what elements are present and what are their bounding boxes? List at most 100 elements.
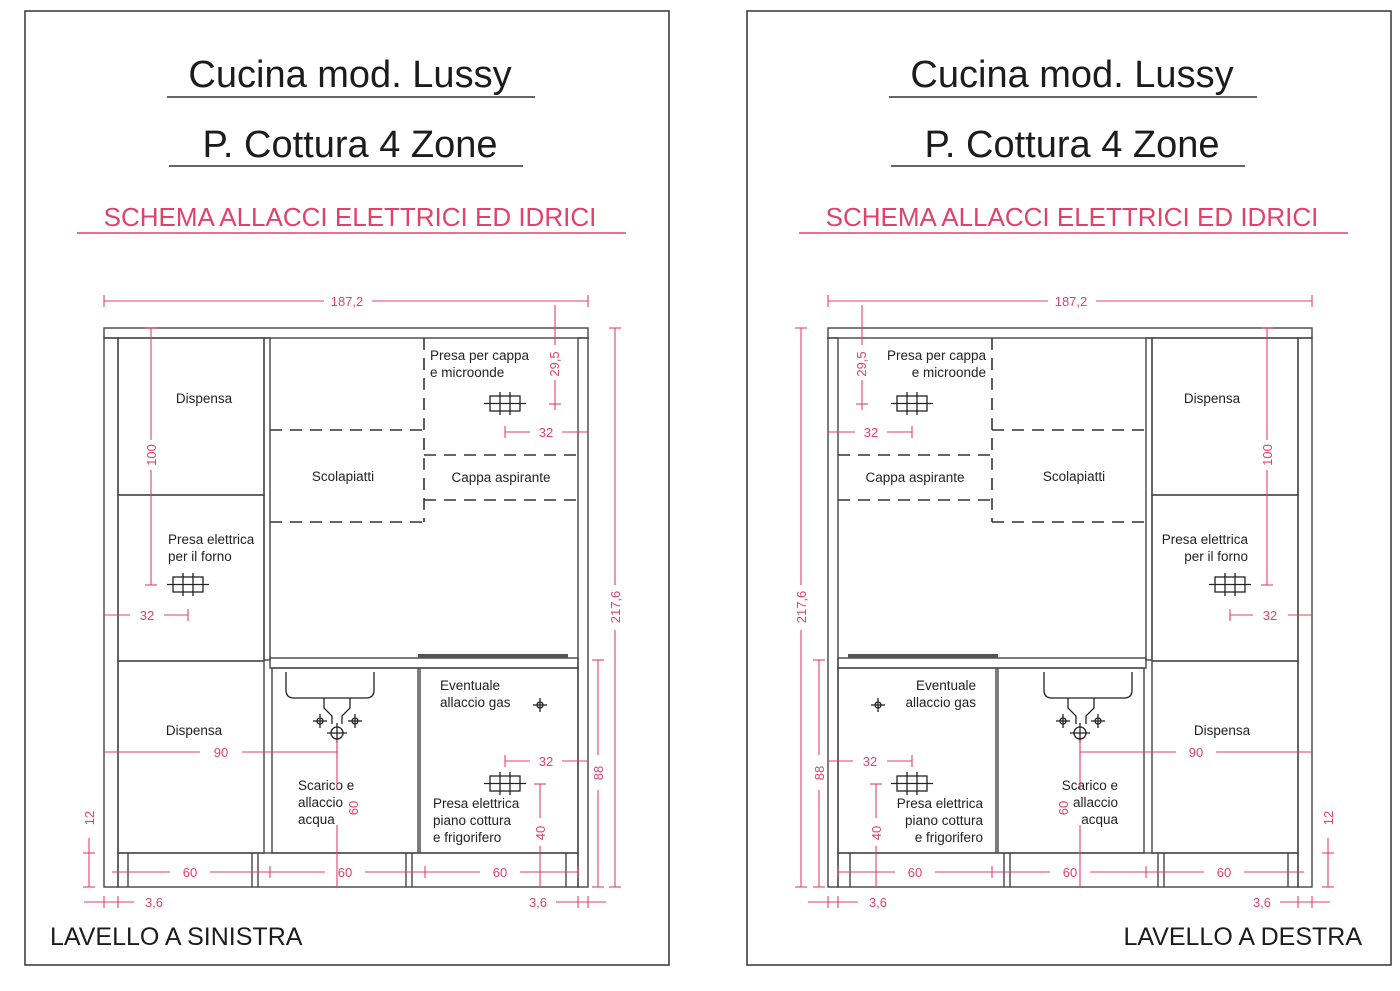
dim-label: 29,5: [854, 351, 869, 376]
socket-piano-icon: [484, 772, 526, 795]
dim-217-6: 217,6: [794, 327, 809, 888]
water-connection-icon: [1056, 714, 1105, 743]
dim-label: 60: [908, 865, 922, 880]
dim-label: 32: [539, 754, 553, 769]
dim-100: 100: [1260, 327, 1275, 586]
dim-40: 40: [869, 783, 884, 887]
label-dispensa-bottom: Dispensa: [1194, 723, 1251, 738]
water-connection-icon: [313, 714, 362, 743]
label-presa-forno-1: Presa elettrica: [1162, 532, 1249, 547]
sheet-title: Cucina mod. Lussy: [188, 54, 511, 96]
dim-32-piano: 32: [504, 754, 588, 769]
dim-label: 12: [1321, 811, 1336, 825]
label-gas-1: Eventuale: [916, 678, 976, 693]
dim-217-6: 217,6: [608, 327, 623, 888]
dim-32-piano: 32: [828, 754, 913, 769]
sheet-title-2: P. Cottura 4 Zone: [924, 124, 1219, 166]
dim-3-6-right: 3,6: [529, 895, 606, 910]
label-gas-1: Eventuale: [440, 678, 500, 693]
dim-label: 217,6: [608, 591, 623, 624]
socket-forno-icon: [1209, 573, 1251, 596]
sink: [285, 672, 375, 699]
dim-label: 32: [1263, 608, 1277, 623]
sheet-left: Cucina mod. Lussy P. Cottura 4 Zone SCHE…: [24, 10, 670, 966]
label-presa-cappa-1: Presa per cappa: [430, 348, 530, 363]
cooktop: [418, 654, 568, 658]
sheet-title: Cucina mod. Lussy: [910, 54, 1233, 96]
dim-100: 100: [144, 327, 159, 586]
label-presa-cappa-1: Presa per cappa: [887, 348, 987, 363]
sink-drain: [323, 698, 351, 724]
label-presa-piano-3: e frigorifero: [915, 830, 983, 845]
dim-90: 90: [104, 745, 338, 760]
socket-forno-icon: [167, 573, 209, 596]
dim-label: 88: [591, 766, 606, 780]
dim-label: 32: [864, 425, 878, 440]
label-presa-cappa-2: e microonde: [430, 365, 504, 380]
label-presa-cappa-2: e microonde: [912, 365, 986, 380]
label-scarico-1: Scarico e: [298, 778, 354, 793]
sheet-footer: LAVELLO A DESTRA: [1123, 923, 1362, 951]
dim-label: 60: [338, 865, 352, 880]
dim-3-6-left: 3,6: [808, 895, 887, 910]
dim-label: 3,6: [529, 895, 547, 910]
label-scarico-3: acqua: [1081, 812, 1118, 827]
label-scolapiatti: Scolapiatti: [312, 469, 374, 484]
dim-label: 217,6: [794, 591, 809, 624]
dim-label: 3,6: [145, 895, 163, 910]
label-dispensa-top: Dispensa: [1184, 391, 1241, 406]
dim-label: 3,6: [1253, 895, 1271, 910]
sheet-title-2: P. Cottura 4 Zone: [202, 124, 497, 166]
label-presa-piano-1: Presa elettrica: [897, 796, 984, 811]
dim-label: 40: [869, 826, 884, 840]
label-gas-2: allaccio gas: [440, 695, 511, 710]
dim-12: 12: [82, 811, 97, 888]
sink-drain: [1067, 698, 1095, 724]
dim-60-plinth: 60 60 60: [112, 865, 579, 880]
dim-60-plinth: 60 60 60: [837, 865, 1304, 880]
dim-label: 32: [863, 754, 877, 769]
label-presa-piano-2: piano cottura: [905, 813, 984, 828]
dim-label: 60: [183, 865, 197, 880]
dim-label: 60: [1217, 865, 1231, 880]
label-presa-forno-1: Presa elettrica: [168, 532, 255, 547]
dim-12: 12: [1321, 811, 1336, 888]
dim-40: 40: [533, 783, 548, 887]
dim-label: 100: [1260, 444, 1275, 466]
dim-label: 90: [1189, 745, 1203, 760]
label-scarico-2: allaccio: [298, 795, 343, 810]
socket-piano-icon: [891, 772, 933, 795]
label-dispensa-bottom: Dispensa: [166, 723, 223, 738]
sheet-subtitle: SCHEMA ALLACCI ELETTRICI ED IDRICI: [104, 202, 597, 232]
dim-label: 88: [812, 766, 827, 780]
socket-cappa-icon: [891, 392, 933, 415]
dim-label: 32: [539, 425, 553, 440]
socket-cappa-icon: [484, 392, 526, 415]
dim-3-6-left: 3,6: [84, 895, 163, 910]
dim-label: 60: [1063, 865, 1077, 880]
dim-label: 3,6: [869, 895, 887, 910]
dim-label: 12: [82, 811, 97, 825]
dim-29-5: 29,5: [854, 305, 869, 410]
label-gas-2: allaccio gas: [905, 695, 976, 710]
sheet-subtitle: SCHEMA ALLACCI ELETTRICI ED IDRICI: [826, 202, 1319, 232]
dim-3-6-right: 3,6: [1253, 895, 1330, 910]
kitchen-structure: [827, 327, 1313, 888]
dim-label: 40: [533, 826, 548, 840]
gas-connection-icon: [871, 698, 885, 712]
label-cappa: Cappa aspirante: [451, 470, 550, 485]
sink: [1043, 672, 1133, 699]
sheet-frame: [24, 10, 670, 966]
label-presa-forno-2: per il forno: [168, 549, 232, 564]
label-scarico-2: allaccio: [1073, 795, 1118, 810]
dim-88: 88: [591, 659, 606, 888]
dim-32-forno: 32: [1229, 608, 1312, 623]
label-presa-piano-3: e frigorifero: [433, 830, 501, 845]
kitchen-structure: [103, 327, 589, 888]
label-cappa: Cappa aspirante: [865, 470, 964, 485]
dim-label: 100: [144, 444, 159, 466]
dim-label: 60: [346, 801, 361, 815]
dim-29-5: 29,5: [547, 305, 562, 410]
dim-label: 32: [140, 608, 154, 623]
